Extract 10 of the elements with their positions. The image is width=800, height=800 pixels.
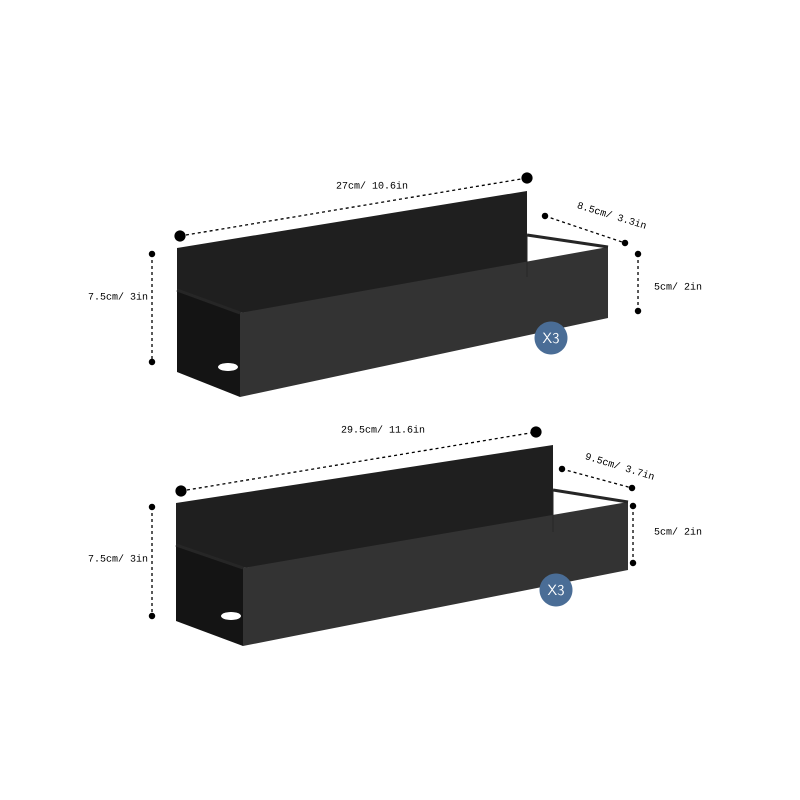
dimension-label: 7.5cm/ 3in — [88, 554, 148, 562]
dimension-label: 5cm/ 2in — [654, 282, 702, 290]
dimension-label: 29.5cm/ 11.6in — [342, 425, 424, 433]
dimension-label: 8.5cm/ 3.3in — [578, 202, 646, 229]
quantity-badge: X3 — [534, 322, 568, 354]
dimension-label: 5cm/ 2in — [654, 527, 702, 535]
dimension-label: 27cm/ 10.6in — [336, 181, 408, 189]
quantity-badge: X3 — [540, 574, 572, 606]
dimension-label: 9.5cm/ 3.7in — [586, 453, 654, 480]
dimension-label: 7.5cm/ 3in — [88, 292, 148, 300]
